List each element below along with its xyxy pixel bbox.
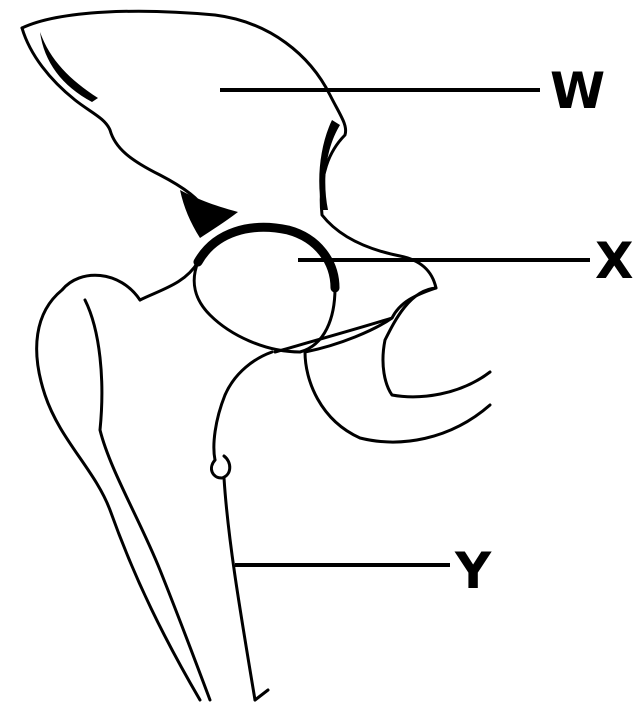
femur [37, 262, 335, 700]
inner-shaft [224, 478, 255, 700]
pubic-outline [383, 288, 490, 397]
trochanter-ridge [85, 300, 210, 700]
femoral-head-outline [194, 262, 335, 352]
trochanter-inner-line [140, 262, 198, 300]
lesser-trochanter [211, 456, 229, 478]
label-x: X [595, 232, 634, 290]
acetabulum-rim [198, 227, 335, 288]
label-w: W [550, 62, 605, 120]
greater-trochanter-outline [37, 275, 200, 700]
label-y: Y [454, 542, 492, 600]
wing-right-shadow [319, 120, 340, 210]
acetabulum [198, 227, 335, 288]
femoral-neck-lower [214, 352, 272, 460]
outer-shaft-edge [255, 690, 268, 700]
labels: W X Y [220, 62, 634, 600]
iliac-crest-shadow [40, 32, 98, 102]
